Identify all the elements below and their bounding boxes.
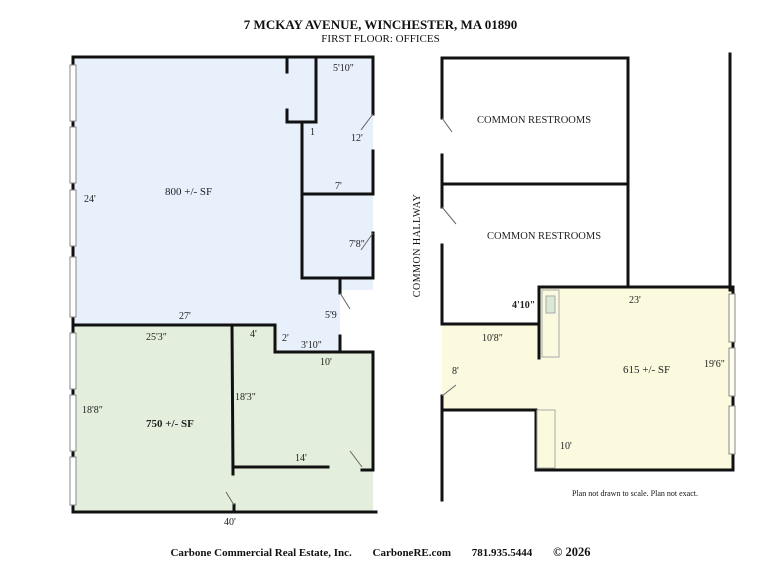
- walls: [71, 52, 735, 514]
- yellow-dim-top: 23': [629, 295, 641, 306]
- blue-dim-office-divider: 7': [335, 181, 342, 192]
- blue-dim-office1-right: 12': [351, 133, 363, 144]
- yellow-dim-corridor-top: 10'8": [482, 333, 503, 344]
- blue-dim-step-bottom: 3'10": [301, 340, 322, 351]
- hallway-label: COMMON HALLWAY: [412, 193, 424, 298]
- yellow-suite: [442, 287, 733, 470]
- green-dim-left: 18'8": [82, 405, 103, 416]
- blue-dim-office2-right: 7'8": [349, 239, 365, 250]
- footer-website[interactable]: CarboneRE.com: [372, 547, 452, 559]
- footer-company: Carbone Commercial Real Estate, Inc.: [170, 547, 352, 559]
- yellow-dim-corridor-entry: 8': [452, 366, 459, 377]
- yellow-dim-bottom-left: 10': [560, 441, 572, 452]
- green-dim-bottom: 40': [224, 517, 236, 528]
- restroom-label-2: COMMON RESTROOMS: [487, 231, 602, 242]
- windows-left: [69, 64, 77, 506]
- blue-dim-left: 24': [84, 194, 96, 205]
- blue-dim-entry: 5'9: [325, 310, 337, 321]
- footer: Carbone Commercial Real Estate, Inc. Car…: [0, 545, 761, 560]
- blue-suite: [73, 57, 373, 352]
- door-swings: [225, 113, 457, 506]
- footer-phone: 781.935.5444: [471, 547, 533, 559]
- green-dim-top-left: 25'3": [146, 332, 167, 343]
- footer-copyright: © 2026: [553, 545, 591, 559]
- windows-right: [728, 293, 736, 455]
- blue-dim-closet-gap: 1: [310, 127, 315, 138]
- blue-dim-closet-top: 5'10": [333, 63, 354, 74]
- green-dim-office-left: 18'3": [235, 392, 256, 403]
- disclaimer-note: Plan not drawn to scale. Plan not exact.: [572, 489, 698, 498]
- blue-dim-step: 2': [282, 333, 289, 344]
- green-suite-area: 750 +/- SF: [146, 418, 194, 430]
- yellow-suite-area: 615 +/- SF: [623, 364, 671, 376]
- built-ins: [536, 289, 560, 469]
- plan-title: 7 MCKAY AVENUE, WINCHESTER, MA 01890: [243, 17, 518, 32]
- plan-subtitle: FIRST FLOOR: OFFICES: [321, 33, 440, 45]
- green-dim-top-mid: 4': [250, 329, 257, 340]
- yellow-dim-right: 19'6": [704, 359, 725, 370]
- restroom-label-1: COMMON RESTROOMS: [477, 115, 592, 126]
- green-dim-office-top: 10': [320, 357, 332, 368]
- blue-dim-bottom: 27': [179, 311, 191, 322]
- green-suite: [73, 325, 373, 512]
- yellow-dim-notch: 4'10": [512, 300, 536, 311]
- green-dim-office-bottom: 14': [295, 453, 307, 464]
- blue-suite-area: 800 +/- SF: [165, 186, 213, 198]
